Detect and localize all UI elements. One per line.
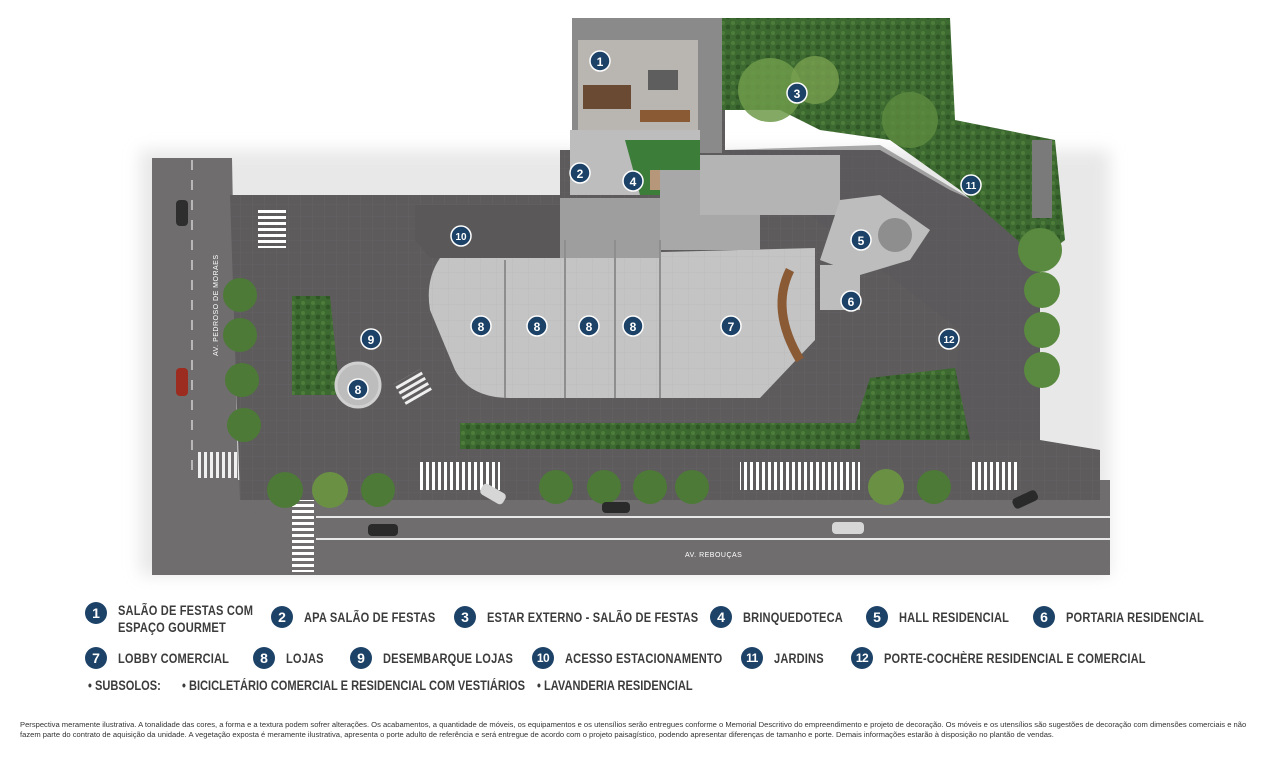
svg-text:7: 7 (728, 320, 735, 334)
svg-text:4: 4 (630, 175, 637, 189)
legend-label: ESTAR EXTERNO - SALÃO DE FESTAS (487, 610, 699, 625)
plan-markers: 1 2 3 4 5 6 7 8 8 8 8 8 9 10 11 12 (347, 50, 982, 400)
marker-6[interactable]: 6 (840, 290, 862, 312)
disclaimer-text: Perspectiva meramente ilustrativa. A ton… (20, 720, 1247, 739)
legend-badge: 6 (1033, 606, 1055, 628)
legend-item-7: 7 LOBBY COMERCIAL (85, 647, 254, 669)
subsolos-title: • SUBSOLOS: (88, 678, 161, 693)
svg-text:3: 3 (794, 87, 801, 101)
svg-text:10: 10 (455, 232, 467, 243)
legend-label: JARDINS (774, 651, 824, 666)
marker-8b[interactable]: 8 (526, 315, 548, 337)
party-hall-block (570, 18, 722, 195)
marker-12[interactable]: 12 (938, 328, 960, 350)
marker-3[interactable]: 3 (786, 82, 808, 104)
marker-7[interactable]: 7 (720, 315, 742, 337)
svg-text:6: 6 (848, 295, 855, 309)
central-building (428, 155, 840, 398)
garden-jardins (720, 18, 1065, 388)
subsolos-item-lavanderia: • LAVANDERIA RESIDENCIAL (537, 678, 693, 693)
legend-badge: 7 (85, 647, 107, 669)
svg-text:12: 12 (943, 335, 955, 346)
legend-label: DESEMBARQUE LOJAS (383, 651, 514, 666)
residential-hall (820, 195, 930, 310)
legend-item-5: 5 HALL RESIDENCIAL (866, 606, 1033, 628)
side-avenue (152, 158, 290, 575)
legend-badge: 11 (741, 647, 763, 669)
svg-text:8: 8 (630, 320, 637, 334)
legend-badge: 4 (710, 606, 732, 628)
legend-badge: 10 (532, 647, 554, 669)
parking-ramp (415, 205, 560, 258)
svg-text:8: 8 (534, 320, 541, 334)
marker-9[interactable]: 9 (360, 328, 382, 350)
svg-text:1: 1 (597, 55, 604, 69)
legend-label: LOBBY COMERCIAL (118, 651, 230, 666)
legend-label: HALL RESIDENCIAL (899, 610, 1010, 625)
legend-item-11: 11 JARDINS (741, 647, 835, 669)
cars (176, 200, 1039, 536)
side-avenue-label: AV. PEDROSO DE MORAES (213, 254, 220, 356)
svg-text:8: 8 (355, 383, 362, 397)
legend-badge: 5 (866, 606, 888, 628)
svg-text:11: 11 (966, 181, 977, 192)
legend-label: ACESSO ESTACIONAMENTO (565, 651, 723, 666)
legend-item-8: 8 LOJAS (253, 647, 332, 669)
svg-text:2: 2 (577, 167, 584, 181)
porte-cochere-island (850, 368, 970, 440)
marker-1[interactable]: 1 (589, 50, 611, 72)
site-plan-illustration: AV. PEDROSO DE MORAES AV. REBOUÇAS 1 2 3… (140, 18, 1110, 575)
marker-5[interactable]: 5 (850, 229, 872, 251)
legend-badge: 2 (271, 606, 293, 628)
legend-badge: 3 (454, 606, 476, 628)
svg-text:9: 9 (368, 333, 375, 347)
svg-text:5: 5 (858, 234, 865, 248)
legend-item-4: 4 BRINQUEDOTECA (710, 606, 865, 628)
legend-badge: 8 (253, 647, 275, 669)
legend-item-2: 2 APA SALÃO DE FESTAS (271, 606, 464, 628)
legend-badge: 1 (85, 602, 107, 624)
marker-8e[interactable]: 8 (347, 378, 369, 400)
legend-badge: 9 (350, 647, 372, 669)
marker-10[interactable]: 10 (450, 225, 472, 247)
marker-8c[interactable]: 8 (578, 315, 600, 337)
legend-label: PORTARIA RESIDENCIAL (1066, 610, 1204, 625)
marker-11[interactable]: 11 (960, 174, 982, 196)
street-trees (223, 278, 951, 508)
marker-8a[interactable]: 8 (470, 315, 492, 337)
legend-item-6: 6 PORTARIA RESIDENCIAL (1033, 606, 1234, 628)
svg-text:8: 8 (478, 320, 485, 334)
legend-item-9: 9 DESEMBARQUE LOJAS (350, 647, 542, 669)
main-avenue-label: AV. REBOUÇAS (685, 552, 742, 559)
marker-4[interactable]: 4 (622, 170, 644, 192)
legend-label: BRINQUEDOTECA (743, 610, 843, 625)
front-garden-strip (460, 423, 860, 449)
marker-8d[interactable]: 8 (622, 315, 644, 337)
legend-item-10: 10 ACESSO ESTACIONAMENTO (532, 647, 757, 669)
marker-2[interactable]: 2 (569, 162, 591, 184)
legend-badge: 12 (851, 647, 873, 669)
subsolos-item-bicicletario: • BICICLETÁRIO COMERCIAL E RESIDENCIAL C… (182, 678, 525, 693)
legend-label: APA SALÃO DE FESTAS (304, 610, 436, 625)
legend-item-12: 12 PORTE-COCHÈRE RESIDENCIAL E COMERCIAL (851, 647, 1203, 669)
legend-label: LOJAS (286, 651, 324, 666)
legend-label: PORTE-COCHÈRE RESIDENCIAL E COMERCIAL (884, 651, 1146, 666)
svg-text:8: 8 (586, 320, 593, 334)
legend-item-3: 3 ESTAR EXTERNO - SALÃO DE FESTAS (454, 606, 745, 628)
